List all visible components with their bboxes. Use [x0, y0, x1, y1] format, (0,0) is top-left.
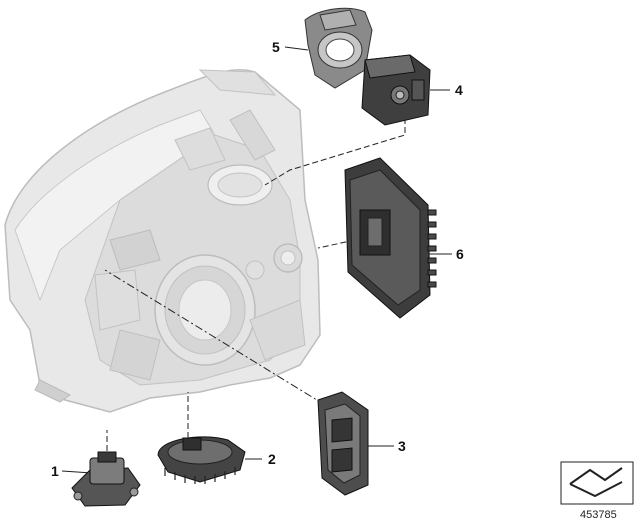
- callout-5: 5: [272, 39, 280, 55]
- part-2-module: [157, 436, 246, 484]
- callout-6: 6: [456, 246, 464, 262]
- callout-3: 3: [398, 438, 406, 454]
- callout-4: 4: [455, 82, 463, 98]
- part-1-module: [71, 451, 141, 507]
- callout-2: 2: [268, 451, 276, 467]
- callout-1: 1: [51, 463, 59, 479]
- reference-number: 453785: [580, 509, 617, 521]
- part-3-module: [317, 391, 369, 496]
- part-4-actuator: [361, 54, 431, 126]
- reference-icon: [560, 461, 634, 505]
- part-5-bracket: [304, 7, 373, 89]
- headlight-housing: [4, 69, 321, 413]
- part-6-control-unit: [344, 157, 437, 319]
